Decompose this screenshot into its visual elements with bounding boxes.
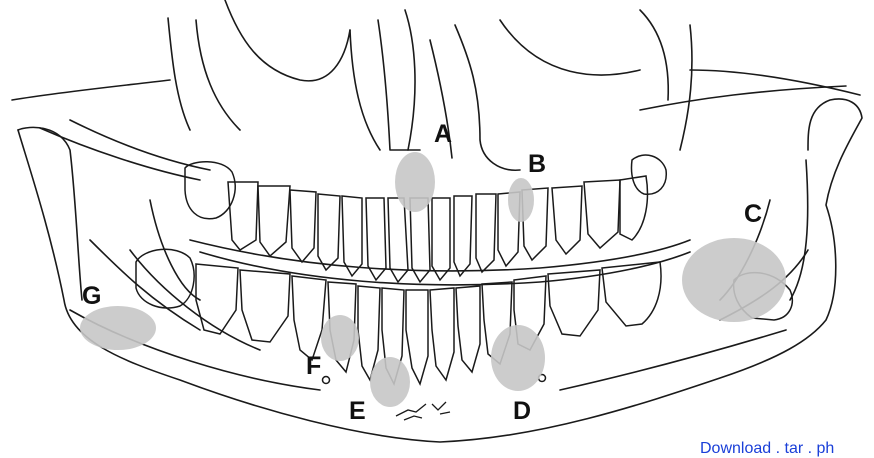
label-g: G (82, 282, 101, 310)
scribble-marks (396, 402, 450, 420)
label-b: B (528, 150, 546, 178)
region-c (682, 238, 786, 322)
label-c: C (744, 200, 762, 228)
region-g (80, 306, 156, 350)
region-b (508, 178, 534, 222)
region-f (321, 315, 359, 361)
region-e (370, 357, 410, 407)
label-a: A (434, 120, 452, 148)
download-link[interactable]: Download . tar . ph (700, 440, 834, 458)
shaded-regions (80, 152, 786, 407)
label-f: F (306, 352, 321, 380)
label-d: D (513, 397, 531, 425)
region-a (395, 152, 435, 212)
label-e: E (349, 397, 366, 425)
foramen-f-dot (323, 377, 330, 384)
region-d (491, 325, 545, 391)
skull-outline (12, 0, 862, 442)
